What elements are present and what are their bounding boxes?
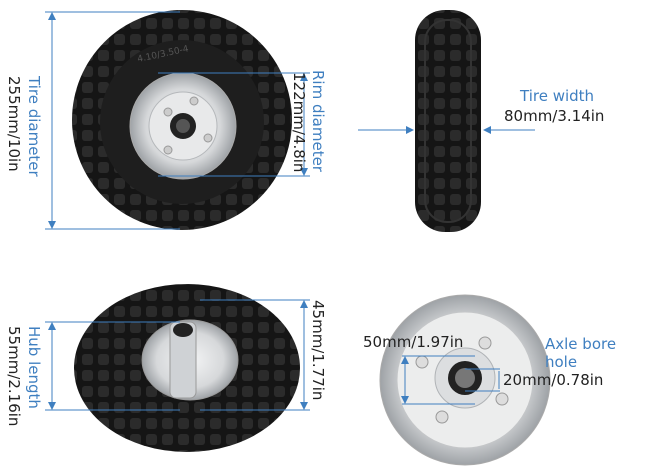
rim-front bbox=[379, 294, 551, 466]
rim-diameter-dimension-line bbox=[158, 72, 310, 177]
tire-diameter-label: Tire diameter bbox=[25, 76, 43, 177]
tire-diameter-dimension-line bbox=[45, 11, 180, 230]
angled-tire bbox=[74, 284, 300, 452]
axle-bore-label: Axle bore hole bbox=[545, 335, 617, 371]
front-tire bbox=[72, 10, 292, 230]
hub-length-dimension-line bbox=[45, 299, 310, 411]
side-tire bbox=[415, 10, 481, 232]
axle-dimension-lines bbox=[401, 355, 500, 405]
tire-width-value: 80mm/3.14in bbox=[504, 107, 605, 125]
rim-diameter-value: 122mm/4.8in bbox=[290, 72, 308, 173]
hub-length-value: 55mm/2.16in bbox=[5, 326, 23, 427]
rim-inner-value: 50mm/1.97in bbox=[363, 333, 464, 351]
tire-width-label: Tire width bbox=[520, 87, 595, 105]
rim-diameter-label: Rim diameter bbox=[309, 70, 327, 172]
hub-dimension-value: 45mm/1.77in bbox=[309, 300, 327, 401]
hub-length-label: Hub length bbox=[25, 326, 43, 409]
tire-diameter-value: 255mm/10in bbox=[5, 76, 23, 172]
axle-bore-value: 20mm/0.78in bbox=[503, 371, 604, 389]
